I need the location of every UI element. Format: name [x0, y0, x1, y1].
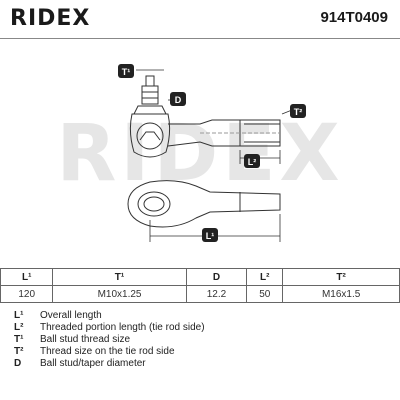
legend-item: L¹ Overall length — [14, 310, 394, 322]
legend-item: T¹ Ball stud thread size — [14, 334, 394, 346]
technical-drawing: RIDEX T¹ D T² — [56, 64, 343, 242]
value-t1: M10x1.25 — [52, 285, 187, 303]
value-l2: 50 — [246, 285, 284, 303]
value-d: 12.2 — [185, 285, 248, 303]
callout-t2: T² — [290, 104, 306, 118]
col-header-d: D — [185, 268, 248, 286]
legend-desc: Overall length — [40, 310, 102, 321]
tie-rod-end-side-view — [129, 113, 281, 158]
table-row: 120 M10x1.25 12.2 50 M16x1.5 — [0, 285, 400, 303]
part-number: 914T0409 — [320, 9, 388, 26]
value-l1: 120 — [0, 285, 54, 303]
legend-item: D Ball stud/taper diameter — [14, 358, 394, 370]
callout-t1: T¹ — [118, 64, 134, 78]
legend-item: L² Threaded portion length (tie rod side) — [14, 322, 394, 334]
table-header-row: L¹ T¹ D L² T² — [0, 268, 400, 286]
specification-table: L¹ T¹ D L² T² 120 M10x1.25 12.2 50 M16x1… — [0, 268, 400, 303]
callout-l1-label: L¹ — [206, 231, 215, 241]
callout-t1-label: T¹ — [122, 67, 131, 77]
legend-item: T² Thread size on the tie rod side — [14, 346, 394, 358]
legend-desc: Ball stud thread size — [40, 334, 131, 345]
col-header-l1: L¹ — [0, 268, 54, 286]
col-header-t1: T¹ — [52, 268, 187, 286]
legend-code: T¹ — [14, 334, 24, 345]
brand-logo: RIDEX — [10, 6, 91, 31]
legend-code: L¹ — [14, 310, 24, 321]
value-t2: M16x1.5 — [282, 285, 400, 303]
callout-d: D — [170, 92, 186, 106]
callout-l2-label: L² — [248, 157, 257, 167]
legend-desc: Threaded portion length (tie rod side) — [40, 322, 205, 333]
legend-desc: Ball stud/taper diameter — [40, 358, 146, 369]
callout-t2-label: T² — [294, 107, 303, 117]
legend: L¹ Overall length L² Threaded portion leng… — [14, 310, 394, 370]
legend-code: T² — [14, 346, 24, 357]
col-header-t2: T² — [282, 268, 400, 286]
callout-l2: L² — [244, 154, 260, 168]
tie-rod-end-top-view — [127, 180, 281, 228]
header-divider — [0, 38, 400, 39]
watermark: RIDEX — [56, 109, 343, 199]
legend-code: D — [14, 358, 22, 369]
legend-desc: Thread size on the tie rod side — [40, 346, 175, 357]
header: RIDEX 914T0409 — [0, 0, 400, 38]
legend-code: L² — [14, 322, 24, 333]
col-header-l2: L² — [246, 268, 284, 286]
callout-l1: L¹ — [202, 228, 218, 242]
callout-d-label: D — [175, 95, 182, 105]
